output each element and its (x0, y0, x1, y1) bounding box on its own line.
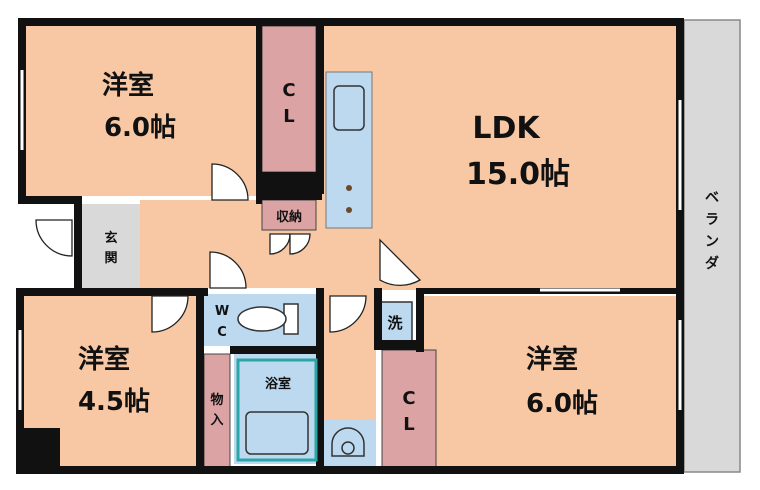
label-wc-1: W (215, 304, 229, 319)
label-entrance-1: 玄 (104, 230, 117, 246)
label-closet-top-1: C (282, 80, 295, 101)
label-balcony-4: ダ (705, 255, 719, 272)
label-bedroom-top-size: 6.0帖 (104, 113, 176, 143)
label-storage: 収納 (276, 209, 302, 225)
label-bedroom-left-name: 洋室 (78, 344, 130, 375)
toilet-icon (237, 303, 299, 335)
label-balcony-1: ベ (705, 190, 719, 206)
entrance (82, 204, 140, 288)
label-closet-right-1: C (402, 388, 415, 409)
label-balcony-2: ラ (705, 212, 719, 228)
label-closet-right-2: L (403, 414, 414, 435)
storage-closet (261, 199, 317, 231)
bathtub-icon (236, 358, 318, 462)
kitchen-sink-icon (333, 85, 365, 131)
washbasin-icon (331, 427, 365, 457)
label-bedroom-left-size: 4.5帖 (78, 387, 150, 417)
label-ldk-size: 15.0帖 (466, 157, 570, 192)
label-bedroom-top-name: 洋室 (102, 70, 154, 101)
store-closet (203, 353, 231, 469)
label-store-2: 入 (210, 413, 223, 428)
room-bedroom-right (424, 296, 680, 468)
laundry-pan (377, 301, 413, 343)
washroom (322, 420, 376, 468)
label-bedroom-right-name: 洋室 (526, 344, 578, 375)
label-bedroom-right-size: 6.0帖 (526, 389, 598, 419)
label-ldk-name: LDK (472, 111, 541, 146)
label-wc-2: C (217, 325, 227, 340)
label-store-1: 物 (210, 392, 223, 408)
label-closet-top-2: L (283, 106, 294, 127)
label-entrance-2: 関 (104, 251, 117, 266)
balcony (683, 19, 741, 473)
door-swings (35, 163, 422, 333)
stove-icon (346, 185, 352, 213)
washing-machine-icon: 洗 (387, 314, 402, 332)
label-balcony-3: ン (705, 234, 719, 250)
closet-right (381, 349, 437, 469)
windows (18, 70, 682, 410)
label-bath: 浴室 (265, 376, 291, 392)
